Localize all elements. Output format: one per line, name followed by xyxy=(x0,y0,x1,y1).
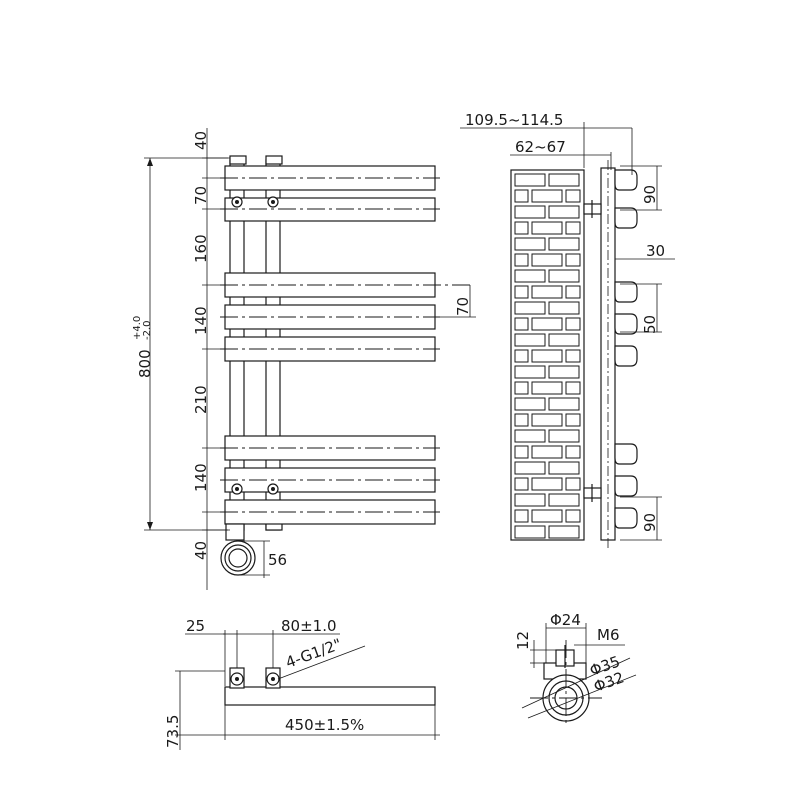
valve-icon xyxy=(220,523,256,576)
overall-height-dim: 800 +4.0 -2.0 xyxy=(132,157,230,531)
bottom-bar xyxy=(224,686,436,706)
screw-size: M6 xyxy=(597,626,620,644)
bar-gap: 30 xyxy=(646,242,665,260)
valve-height: 56 xyxy=(268,551,287,569)
bar-profile xyxy=(614,345,638,367)
bar-pitch: 50 xyxy=(641,315,659,334)
seg-7: 40 xyxy=(192,541,210,560)
connections: 4-G1/2" xyxy=(283,635,344,672)
bottom-width: 450±1.5% xyxy=(285,716,364,734)
front-bars xyxy=(224,165,436,525)
detail-offset: 12 xyxy=(514,631,532,650)
seg-6: 140 xyxy=(192,463,210,492)
bar-profile xyxy=(614,443,638,465)
side-bar-profiles xyxy=(614,169,638,529)
front-view: 800 +4.0 -2.0 40 70 160 140 210 140 40 xyxy=(132,128,476,590)
seg-2: 70 xyxy=(192,186,210,205)
height-tol-minus: -2.0 xyxy=(142,320,153,340)
bar-profile xyxy=(614,475,638,497)
depth-wall: 62~67 xyxy=(515,138,566,156)
seg-3: 160 xyxy=(192,234,210,263)
screw-icons xyxy=(231,196,279,495)
seg-4: 140 xyxy=(192,306,210,335)
bar-profile xyxy=(614,507,638,529)
pitch-dim: 70 xyxy=(440,285,476,318)
top-offset: 90 xyxy=(641,185,659,204)
segment-dims: 40 70 160 140 210 140 40 xyxy=(192,128,228,590)
bar-profile xyxy=(614,281,638,303)
height-main: 800 xyxy=(136,349,154,378)
seg-1: 40 xyxy=(192,131,210,150)
bar-2 xyxy=(224,197,436,222)
wall xyxy=(510,169,585,541)
bottom-view: 25 80±1.0 4-G1/2" 73.5 450±1.5% xyxy=(164,617,440,750)
pipe-spacing: 80±1.0 xyxy=(281,617,337,635)
seg-5: 210 xyxy=(192,385,210,414)
height-tol-plus: +4.0 xyxy=(132,316,143,340)
bottom-depth: 73.5 xyxy=(164,715,182,748)
bar-profile xyxy=(614,207,638,229)
valve-dim: 56 xyxy=(238,540,287,578)
bottom-offset: 90 xyxy=(641,513,659,532)
side-view: 109.5~114.5 62~67 90 30 50 90 xyxy=(460,111,675,548)
detail-view: Φ24 12 M6 Φ35 Φ32 xyxy=(514,611,637,725)
wall-bricks xyxy=(514,173,581,539)
depth-total: 109.5~114.5 xyxy=(465,111,563,129)
bar-profile xyxy=(614,313,638,335)
dia-top: Φ24 xyxy=(550,611,581,629)
edge-offset: 25 xyxy=(186,617,205,635)
pitch-right: 70 xyxy=(454,297,472,316)
bar-profile xyxy=(614,169,638,191)
